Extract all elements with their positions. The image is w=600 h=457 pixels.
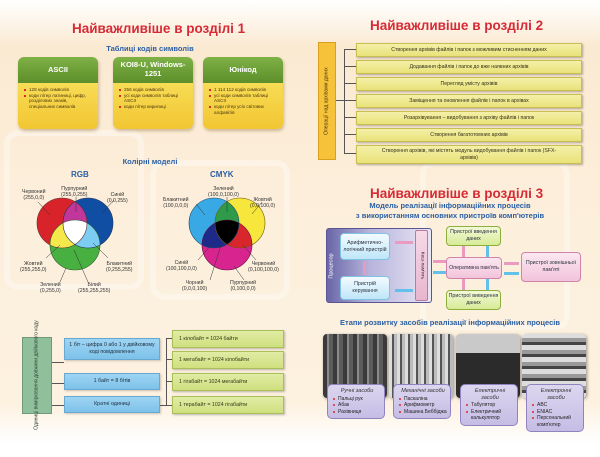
stage-item: Абак bbox=[333, 402, 381, 409]
model-title-line2: з використанням основних пристроїв комп'… bbox=[355, 211, 545, 220]
stage-item: Персональний комп'ютер bbox=[532, 415, 580, 428]
cache-memory: Кеш-пам'ять bbox=[415, 230, 428, 301]
megabyte-box: 1 мегабайт = 1024 кілобайти bbox=[172, 351, 284, 369]
processor-label: Процесор bbox=[329, 252, 335, 279]
section-3-title: Найважливіше в розділі 3 bbox=[370, 186, 544, 201]
rgb-white-label: Білий(255,255,255) bbox=[78, 282, 111, 294]
model-title-line1: Модель реалізації інформаційних процесів bbox=[369, 201, 531, 210]
card-item: 256 кодів символів bbox=[119, 87, 189, 93]
card-item: коди літер кирилиці bbox=[119, 104, 189, 110]
rgb-red-label: Червоний(255,0,0) bbox=[22, 189, 46, 201]
rgb-title: RGB bbox=[71, 170, 89, 179]
output-devices-box: Пристрої виведення даних bbox=[446, 290, 501, 310]
operation-item: Створення архівів, які містять модуль ви… bbox=[356, 145, 582, 164]
card-item: усі коди символів таблиці ASCII bbox=[209, 93, 279, 104]
stage-item: Рахівниця bbox=[333, 409, 381, 416]
stage-card-electric: Електричні засоби Табулятор Електричний … bbox=[456, 334, 520, 442]
multiples-box: Кратні одиниці bbox=[64, 396, 160, 413]
background-decoration bbox=[4, 130, 144, 290]
card-item: усі коди символів таблиці ASCII bbox=[119, 93, 189, 104]
stage-item: Пальці рук bbox=[333, 396, 381, 403]
operation-item: Заміщення та оновлення файлів і папок в … bbox=[356, 94, 582, 108]
stage-card-manual: Ручні засоби Пальці рук Абак Рахівниця bbox=[323, 334, 387, 442]
rgb-venn bbox=[36, 197, 115, 283]
cmyk-blue-label: Синій(100,100,0,0) bbox=[166, 260, 197, 272]
rgb-green-label: Зелений(0,255,0) bbox=[40, 282, 61, 294]
external-memory-box: Пристрої зовнішньої пам'яті bbox=[521, 252, 581, 282]
card-item: 128 кодів символів bbox=[24, 87, 94, 93]
operation-item: Створення архівів файлів і папок з можли… bbox=[356, 43, 582, 57]
section-2-title: Найважливіше в розділі 2 bbox=[370, 18, 544, 33]
color-models-title: Колірні моделі bbox=[122, 157, 178, 166]
cmyk-yellow-label: Жовтий(0,0,100,0) bbox=[250, 197, 276, 209]
stage-card-electronic: Електронні засоби ABC ENIAC Персональний… bbox=[522, 334, 586, 442]
cmyk-black-label: Чорний(0,0,0,100) bbox=[182, 280, 208, 292]
alu-box: Арифметично-логічний пристрій bbox=[340, 233, 390, 260]
input-devices-box: Пристрої введення даних bbox=[446, 226, 501, 246]
terabyte-box: 1 терабайт = 1024 гігабайти bbox=[172, 396, 284, 414]
stages-title: Етапи розвитку засобів реалізації інформ… bbox=[340, 318, 560, 327]
stage-item: ABC bbox=[532, 402, 580, 409]
stage-item: Електричний калькулятор bbox=[466, 409, 514, 422]
card-item: коди літер усіх світових алфавітів bbox=[209, 104, 279, 115]
operation-item: Створення багатотомних архівів bbox=[356, 128, 582, 142]
rgb-blue-label: Синій(0,0,255) bbox=[107, 192, 128, 204]
units-label: Одиниці вимірювання довжини двійкового к… bbox=[22, 321, 52, 430]
stage-item: ENIAC bbox=[532, 409, 580, 416]
gigabyte-box: 1 гігабайт = 1024 мегабайти bbox=[172, 373, 284, 391]
section-1-title: Найважливіше в розділі 1 bbox=[72, 21, 246, 36]
stage-item: Паскаліна bbox=[399, 396, 447, 403]
kilobyte-box: 1 кілобайт = 1024 байти bbox=[172, 330, 284, 348]
cmyk-cyan-label: Блакитний(100,0,0,0) bbox=[163, 197, 189, 209]
unicode-card: Юнікод 1 114 112 кодів символів усі коди… bbox=[203, 57, 283, 129]
stage-item: Табулятор bbox=[466, 402, 514, 409]
rgb-cyan-label: Блакитний(0,255,255) bbox=[106, 261, 133, 273]
byte-box: 1 байт = 8 бітів bbox=[64, 373, 160, 390]
rgb-yellow-label: Жовтий(255,255,0) bbox=[20, 261, 47, 273]
stage-card-mechanical: Механічні засоби Паскаліна Арифмометр Ма… bbox=[389, 334, 453, 442]
code-tables-title: Таблиці кодів символів bbox=[106, 44, 194, 53]
stage-item: Машина Беббіджа bbox=[399, 409, 447, 416]
cmyk-red-label: Червоний(0,100,100,0) bbox=[248, 261, 279, 273]
operation-item: Розархівування – видобування з архіву фа… bbox=[356, 111, 582, 125]
stage-item: Арифмометр bbox=[399, 402, 447, 409]
card-header: Юнікод bbox=[203, 57, 283, 83]
ascii-card: ASCII 128 кодів символів коди літер лати… bbox=[18, 57, 98, 129]
card-header: KOI8-U, Windows-1251 bbox=[113, 57, 193, 83]
ram-box: Оперативна пам'ять bbox=[446, 257, 502, 279]
cmyk-magenta-label: Пурпурний(0,100,0,0) bbox=[230, 280, 257, 292]
card-item: коди літер латиниці, цифр, розділових зн… bbox=[24, 93, 94, 110]
archive-operations-label: Операції над архівами даних bbox=[318, 42, 336, 160]
cmyk-title: CMYK bbox=[210, 170, 234, 179]
bit-box: 1 біт – цифра 0 або 1 у двійковому коді … bbox=[64, 338, 160, 360]
operation-item: Додавання файлів і папок до вже наявних … bbox=[356, 60, 582, 74]
card-item: 1 114 112 кодів символів bbox=[209, 87, 279, 93]
right-half: Найважливіше в розділі 2 Операції над ар… bbox=[300, 0, 600, 457]
background-decoration bbox=[150, 160, 290, 300]
card-header: ASCII bbox=[18, 57, 98, 83]
cmyk-venn bbox=[188, 197, 266, 281]
operation-item: Перегляд умісту архівів bbox=[356, 77, 582, 91]
rgb-magenta-label: Пурпурний(255,0,255) bbox=[61, 186, 88, 198]
cmyk-green-label: Зелений(100,0,100,0) bbox=[208, 186, 239, 198]
control-unit-box: Пристрій керування bbox=[340, 276, 390, 300]
venn-diagrams bbox=[36, 197, 266, 283]
koi8-card: KOI8-U, Windows-1251 256 кодів символів … bbox=[113, 57, 193, 129]
